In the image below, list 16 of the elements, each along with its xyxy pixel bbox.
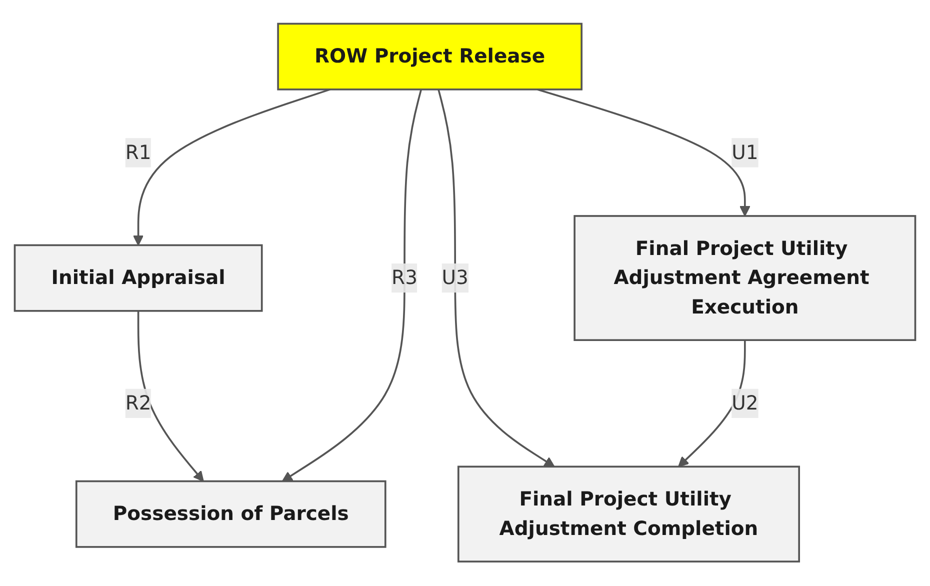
node-box: Final Project Utility Adjustment Agreement Execution — [574, 215, 916, 342]
arrow — [537, 88, 750, 217]
node-box: Initial Appraisal — [14, 244, 263, 312]
edge-label: U2 — [732, 392, 758, 415]
arrow — [282, 90, 422, 482]
arrow — [137, 311, 204, 482]
node-box: ROW Project Release — [277, 23, 582, 91]
edge-label: U3 — [442, 266, 468, 290]
node-box: Possession of Parcels — [75, 480, 386, 548]
edge-label: U1 — [732, 140, 758, 164]
edge-label: R3 — [392, 266, 418, 290]
node-box: Final Project Utility Adjustment Completion — [457, 466, 800, 563]
arrow — [438, 90, 555, 468]
arrow — [132, 88, 330, 246]
edge-label: R2 — [125, 392, 152, 415]
edge-label: R1 — [125, 140, 152, 164]
